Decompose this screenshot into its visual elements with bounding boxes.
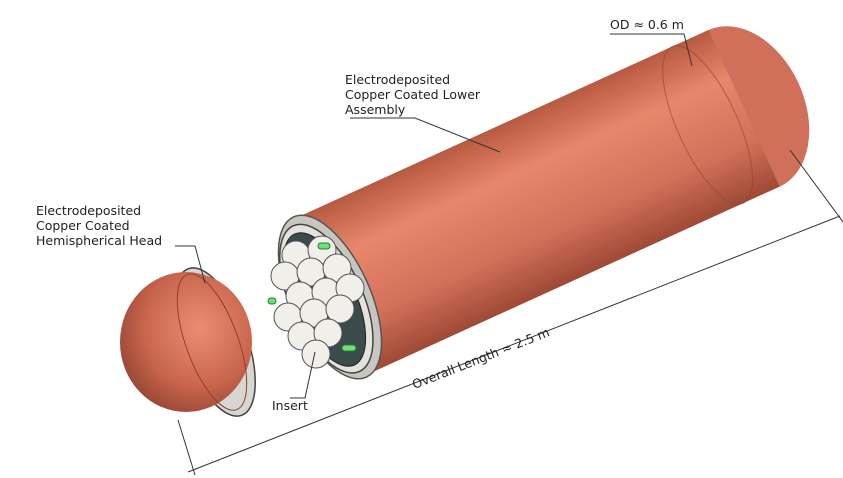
head-label-line: Hemispherical Head (36, 233, 163, 248)
lower-assembly-label-line: Assembly (345, 102, 406, 117)
od-label: OD ≈ 0.6 m (610, 17, 684, 32)
leader-lines (175, 33, 843, 476)
head-label: Electrodeposited Copper Coated Hemispher… (36, 203, 162, 248)
insert-label: Insert (272, 398, 308, 413)
lower-assembly-label: Electrodeposited Copper Coated Lower Ass… (345, 72, 480, 117)
cylinder-body (294, 30, 780, 376)
alignment-pins (267, 242, 357, 352)
head-label-line: Electrodeposited (36, 203, 142, 218)
insert-tubes (270, 235, 365, 369)
hemispherical-head (120, 267, 256, 417)
lower-assembly-label-line: Electrodeposited (345, 72, 451, 87)
lower-assembly-label-line: Copper Coated Lower (345, 87, 481, 102)
head-label-line: Copper Coated (36, 218, 130, 233)
